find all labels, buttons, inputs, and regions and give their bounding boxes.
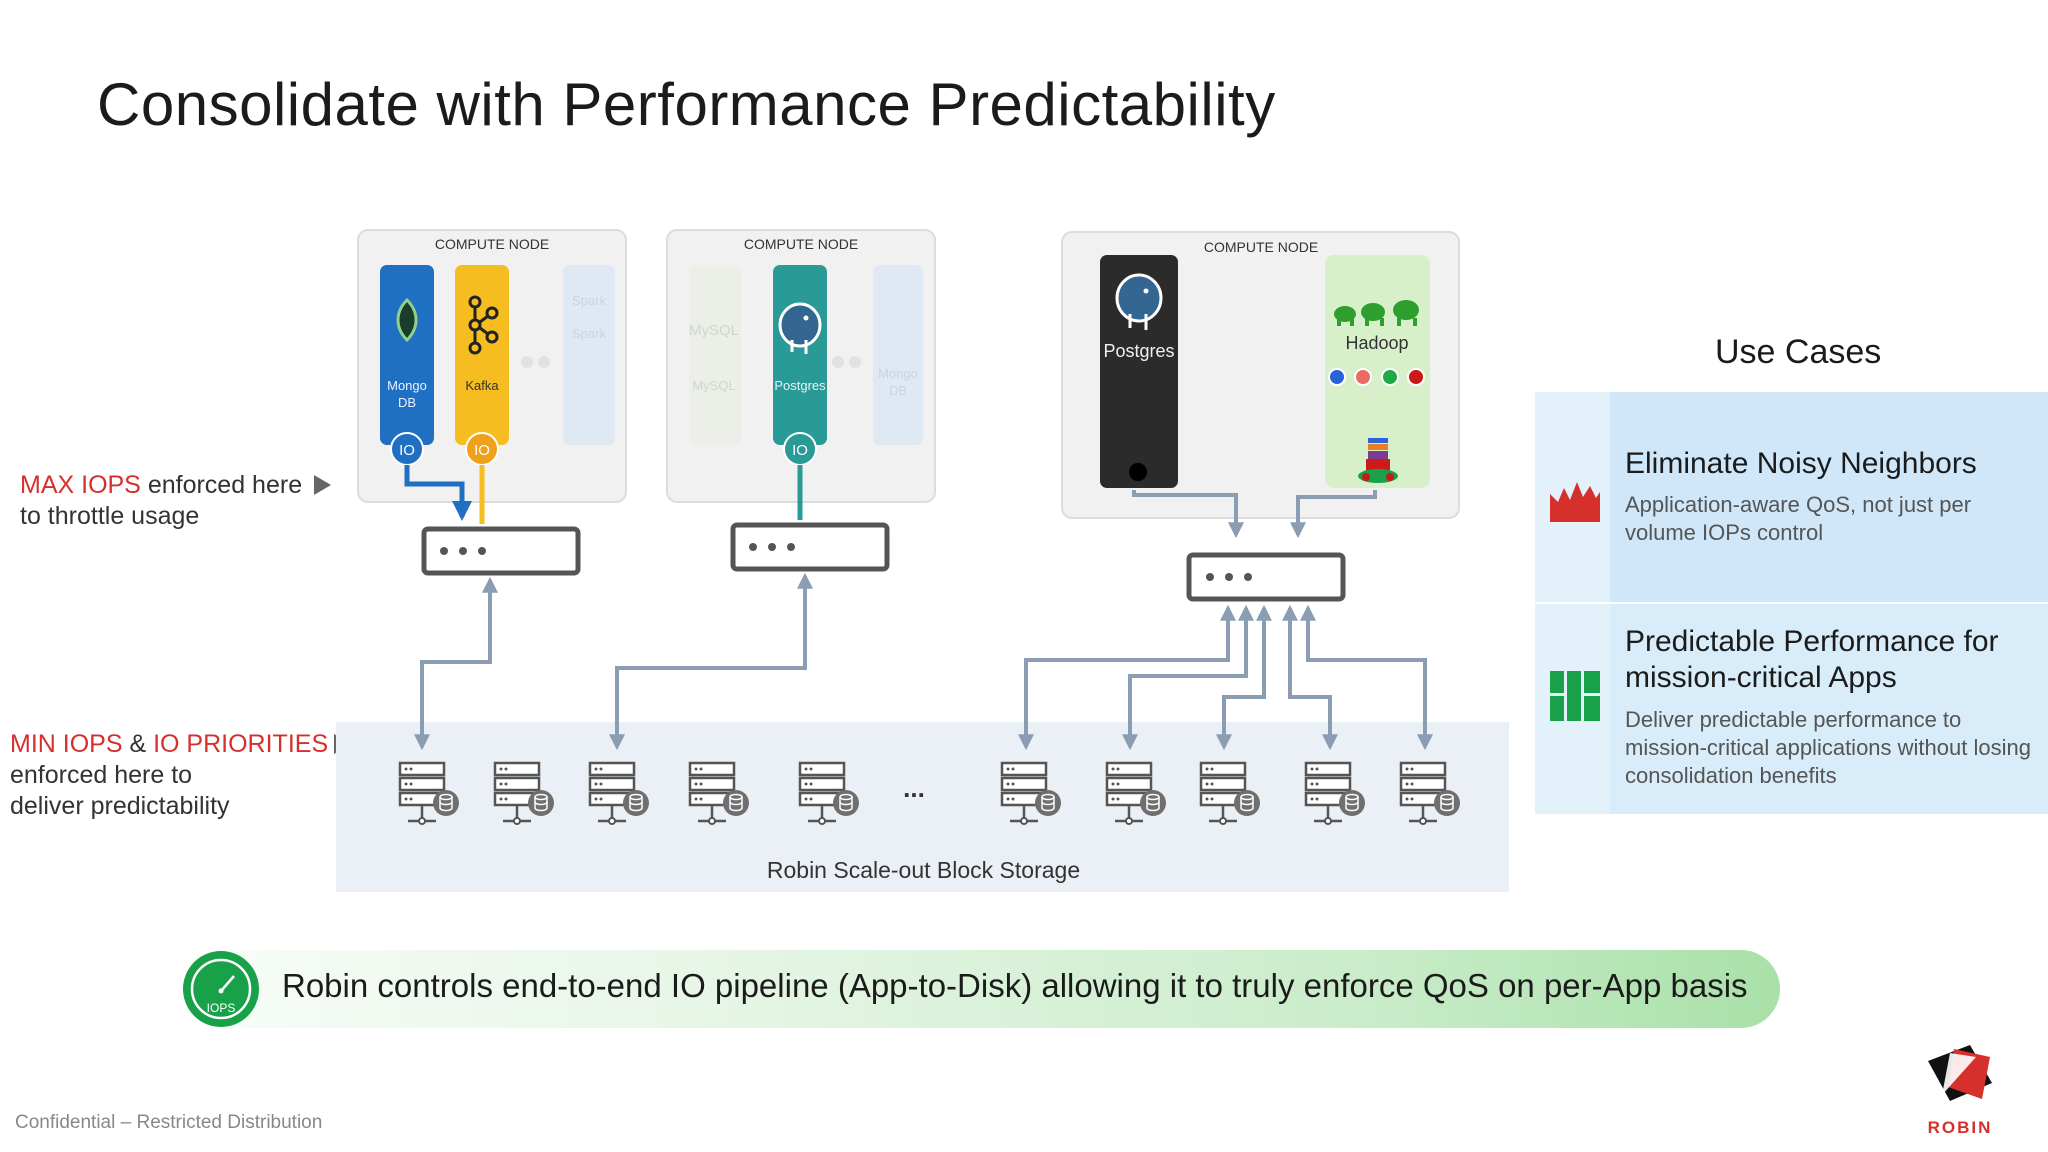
switch2-storage-arrow bbox=[609, 572, 813, 751]
max-iops-rest: enforced here bbox=[140, 471, 303, 499]
compute-node-label: COMPUTE NODE bbox=[1204, 239, 1318, 255]
svg-text:DB: DB bbox=[398, 395, 416, 410]
svg-text:Postgres: Postgres bbox=[774, 378, 826, 393]
storage-ellipsis: ... bbox=[903, 773, 925, 803]
postgres-elephant-icon bbox=[778, 302, 822, 354]
mongo-faded-container bbox=[873, 265, 923, 445]
svg-text:Mongo: Mongo bbox=[387, 378, 427, 393]
min-iops-label: MIN IOPS bbox=[10, 730, 123, 758]
svg-text:IO: IO bbox=[474, 442, 490, 459]
svg-text:ROBIN: ROBIN bbox=[1928, 1118, 1993, 1137]
switch-1 bbox=[421, 526, 581, 576]
svg-text:DB: DB bbox=[889, 383, 907, 398]
mongodb-container bbox=[380, 265, 434, 445]
qos-banner bbox=[207, 950, 1780, 1028]
storage-label: Robin Scale-out Block Storage bbox=[766, 857, 1081, 883]
svg-text:IOPS: IOPS bbox=[207, 1001, 236, 1015]
mysql-faded-container bbox=[689, 265, 741, 445]
postgres-container-teal bbox=[773, 265, 827, 445]
postgres-elephant-icon bbox=[1115, 273, 1163, 330]
compute-node-2: COMPUTE NODE MySQL MySQL Postgres IO Mon… bbox=[666, 229, 936, 503]
svg-text:Kafka: Kafka bbox=[465, 378, 499, 393]
use-cases-title: Use Cases bbox=[1715, 333, 1882, 371]
hadoop-elephant-icon bbox=[1334, 300, 1419, 326]
svg-text:MySQL: MySQL bbox=[692, 378, 735, 393]
svg-text:IO: IO bbox=[792, 442, 808, 459]
use-case-desc: volume IOPs control bbox=[1625, 520, 1824, 545]
svg-text:Spark: Spark bbox=[572, 293, 606, 308]
min-iops-line3: deliver predictability bbox=[10, 792, 230, 820]
hadoop-stack-icon bbox=[1358, 438, 1398, 483]
compute-node-3: COMPUTE NODE Postgres Hadoop bbox=[1061, 231, 1460, 519]
min-iops-amp: & bbox=[122, 730, 154, 758]
mongo-io-arrow bbox=[404, 465, 472, 521]
node3-arrow-b bbox=[1290, 490, 1377, 539]
switch3-storage-arrows bbox=[1018, 604, 1433, 751]
compute-node-1: COMPUTE NODE Mongo DB IO Kafka IO Spark … bbox=[357, 229, 627, 503]
kafka-container bbox=[455, 265, 509, 445]
svg-text:Mongo: Mongo bbox=[878, 366, 918, 381]
use-case-card-2: Predictable Performance for mission-crit… bbox=[1535, 604, 2048, 814]
use-case-desc: consolidation benefits bbox=[1625, 763, 1837, 788]
max-iops-annotation: MAX IOPS enforced here to throttle usage bbox=[20, 470, 332, 532]
triangle-right-icon bbox=[314, 475, 332, 495]
postgres-container-dark bbox=[1100, 255, 1178, 488]
switch1-storage-arrow bbox=[414, 576, 498, 751]
kafka-icon bbox=[468, 295, 499, 355]
svg-text:Hadoop: Hadoop bbox=[1345, 333, 1408, 353]
use-case-desc: mission-critical applications without lo… bbox=[1625, 735, 2031, 760]
compute-node-label: COMPUTE NODE bbox=[744, 236, 858, 252]
max-iops-label: MAX IOPS bbox=[20, 471, 141, 499]
use-case-heading: Predictable Performance for bbox=[1625, 625, 1999, 658]
grid-blocks-icon bbox=[1550, 671, 1600, 721]
footer-confidential: Confidential – Restricted Distribution bbox=[15, 1112, 323, 1133]
use-case-card-1: Eliminate Noisy Neighbors Application-aw… bbox=[1535, 392, 2048, 602]
max-iops-line2: to throttle usage bbox=[20, 502, 200, 530]
svg-text:Postgres: Postgres bbox=[1103, 341, 1174, 361]
use-case-desc: Deliver predictable performance to bbox=[1625, 707, 1962, 732]
use-case-desc: Application-aware QoS, not just per bbox=[1625, 492, 1972, 517]
iops-gauge-icon: IOPS bbox=[183, 951, 259, 1027]
spark-faded-container bbox=[563, 265, 615, 445]
svg-text:MySQL: MySQL bbox=[689, 322, 739, 339]
banner-text: Robin controls end-to-end IO pipeline (A… bbox=[282, 967, 1748, 1004]
use-case-heading: Eliminate Noisy Neighbors bbox=[1625, 447, 1977, 480]
noisy-chart-icon bbox=[1550, 482, 1600, 522]
robin-logo: ROBIN bbox=[1928, 1045, 1993, 1137]
switch-3 bbox=[1186, 552, 1346, 602]
compute-node-label: COMPUTE NODE bbox=[435, 236, 549, 252]
storage-servers bbox=[398, 761, 1462, 826]
svg-text:IO: IO bbox=[399, 442, 415, 459]
min-iops-line2: enforced here to bbox=[10, 761, 193, 789]
io-priorities-label: IO PRIORITIES bbox=[153, 730, 329, 758]
mongodb-leaf-icon bbox=[396, 297, 418, 343]
page-title: Consolidate with Performance Predictabil… bbox=[97, 71, 1276, 138]
use-case-heading: mission-critical Apps bbox=[1625, 661, 1897, 694]
svg-text:Spark: Spark bbox=[572, 326, 606, 341]
node3-arrow-a bbox=[1132, 490, 1244, 539]
switch-2 bbox=[730, 522, 890, 572]
